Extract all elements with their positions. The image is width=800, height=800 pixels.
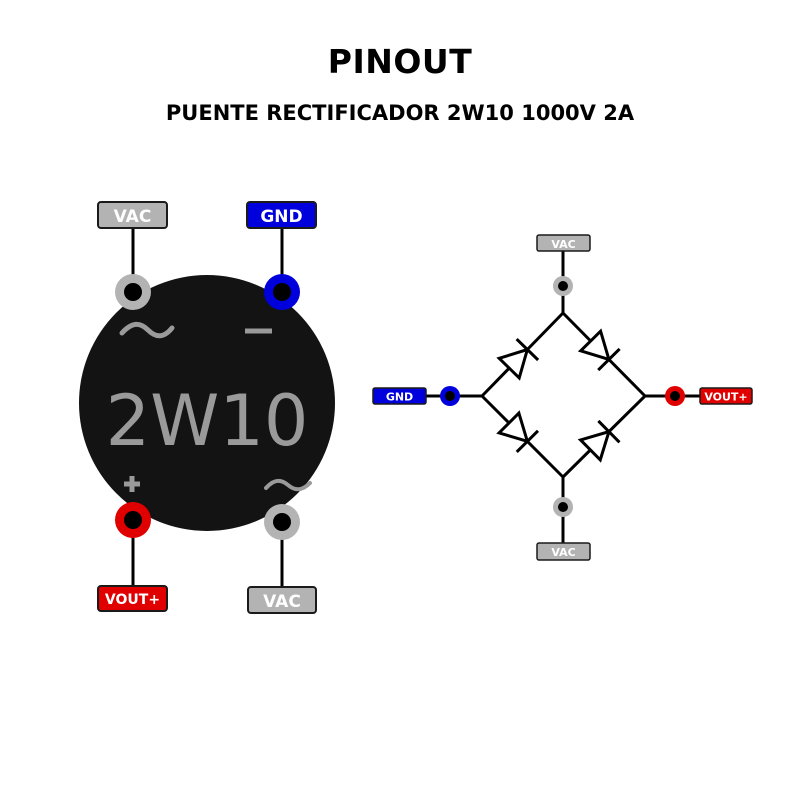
pin-vac-top-left [115, 274, 151, 310]
pin-gnd [264, 274, 300, 310]
diode-left-bottom [496, 410, 540, 454]
schematic-label-gnd: GND [372, 387, 427, 405]
svg-text:VAC: VAC [551, 238, 575, 251]
svg-text:VAC: VAC [263, 592, 301, 612]
label-gnd: GND [246, 201, 317, 229]
diode-top-right [577, 328, 621, 372]
diode-cathode-bar [515, 337, 540, 362]
ac-symbol-bottom-right [264, 478, 312, 492]
chip-marking: 2W10 [106, 380, 309, 462]
package-view: 2W10 VAC [79, 201, 335, 614]
diodes [496, 328, 621, 463]
node-vac-top [553, 276, 573, 296]
schematic-view: VAC GND VOUT+ VAC [372, 234, 753, 561]
node-vac-bottom [553, 497, 573, 517]
chip-body [79, 275, 335, 531]
node-gnd [440, 386, 460, 406]
svg-text:GND: GND [260, 207, 302, 227]
label-vac-bottom-right: VAC [247, 586, 317, 614]
svg-text:VAC: VAC [114, 207, 152, 227]
node-vout [665, 386, 685, 406]
diode-cathode-bar [597, 347, 621, 372]
schematic-label-vac-top: VAC [536, 234, 591, 252]
ac-symbol-top-left [119, 321, 175, 339]
schematic-label-vout: VOUT+ [699, 387, 753, 405]
pin-vout [115, 502, 151, 538]
label-vac-top-left: VAC [97, 201, 168, 229]
svg-text:GND: GND [386, 391, 413, 404]
diode-anode-triangle [496, 410, 530, 444]
diode-anode-triangle [577, 328, 612, 362]
diode-left-top [496, 337, 540, 381]
schematic-label-vac-bottom: VAC [536, 542, 591, 561]
plus-symbol [124, 476, 140, 492]
page-subtitle: PUENTE RECTIFICADOR 2W10 1000V 2A [165, 101, 635, 125]
pin-vac-bottom-right [264, 504, 300, 540]
diode-bottom-right [577, 419, 621, 463]
diode-anode-triangle [577, 429, 612, 463]
svg-text:VOUT+: VOUT+ [105, 592, 160, 608]
diode-anode-triangle [496, 347, 530, 381]
page-title: PINOUT [327, 42, 473, 81]
diode-cathode-bar [597, 419, 621, 444]
label-vout: VOUT+ [97, 585, 168, 612]
svg-text:VOUT+: VOUT+ [704, 391, 747, 404]
diode-cathode-bar [515, 429, 540, 454]
svg-text:VAC: VAC [551, 546, 575, 559]
